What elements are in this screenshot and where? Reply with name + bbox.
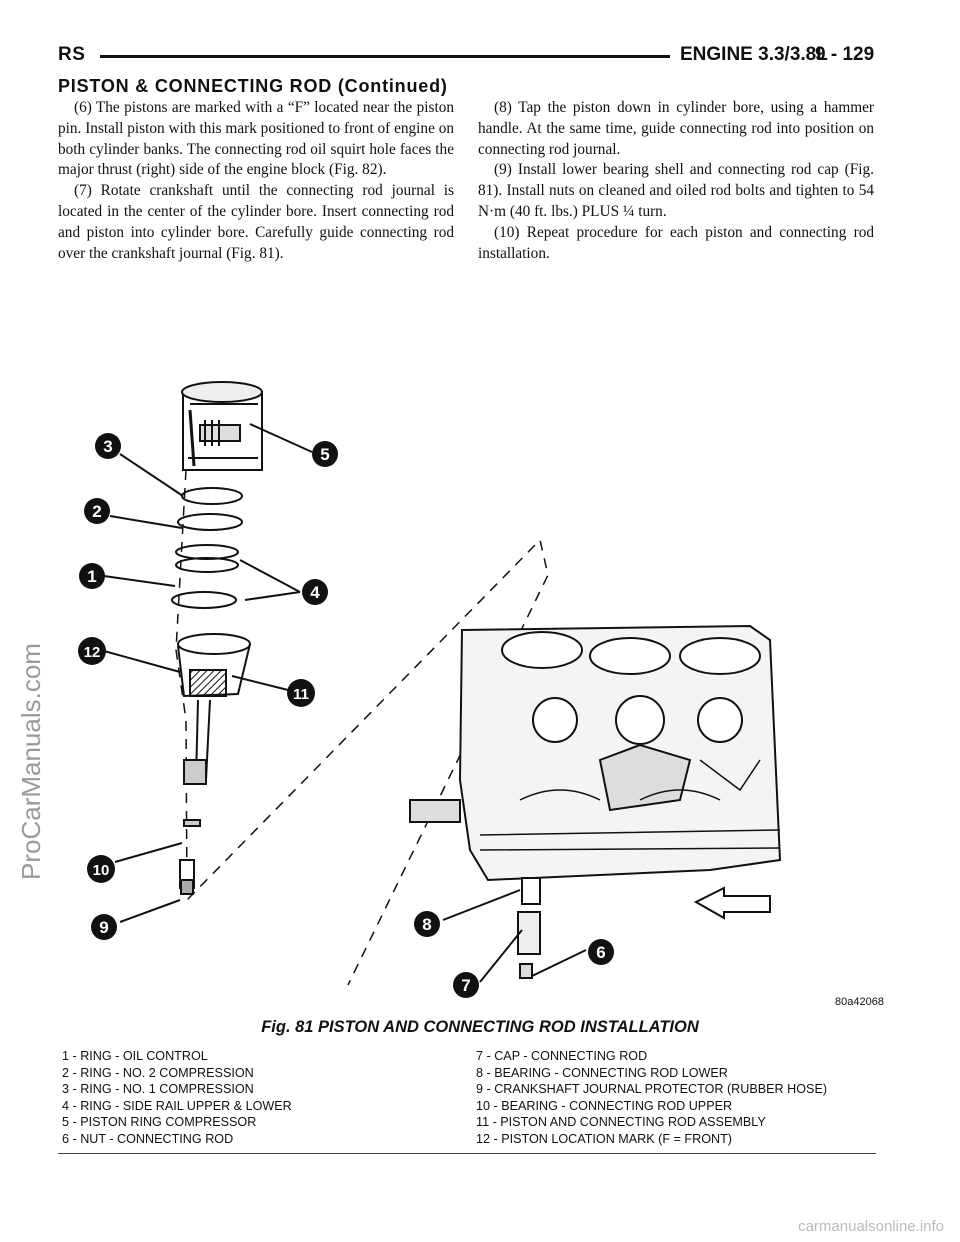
legend-item: 6 - NUT - CONNECTING ROD xyxy=(62,1131,234,1146)
paragraph: (6) The pistons are marked with a “F” lo… xyxy=(58,99,454,179)
section-title: PISTON & CONNECTING ROD (Continued) xyxy=(58,76,448,96)
legend-item: 2 - RING - NO. 2 COMPRESSION xyxy=(62,1065,254,1080)
legend-item: 9 - CRANKSHAFT JOURNAL PROTECTOR (RUBBER… xyxy=(476,1082,828,1097)
legend-item: 7 - CAP - CONNECTING ROD xyxy=(476,1049,648,1063)
front-arrow xyxy=(693,886,771,920)
callout-12: 12 xyxy=(78,637,106,665)
legend-item: 10 - BEARING - CONNECTING ROD UPPER xyxy=(476,1098,733,1113)
callout-11: 11 xyxy=(287,679,315,707)
paragraph: (10) Repeat procedure for each piston an… xyxy=(478,223,874,262)
callout-2: 2 xyxy=(84,498,110,524)
svg-text:6: 6 xyxy=(596,943,605,962)
callout-1: 1 xyxy=(79,563,105,589)
header-section-code: RS xyxy=(58,44,86,65)
legend-item: 12 - PISTON LOCATION MARK (F = FRONT) xyxy=(476,1131,732,1146)
watermark-text: ProCarManuals.com xyxy=(16,643,46,880)
right-column: (8) Tap the piston down in cylinder bore… xyxy=(478,98,874,264)
art-code: 80a42068 xyxy=(835,996,884,1008)
piston-rod-illustration: 3 2 1 12 5 4 11 10 9 8 7 6 80a42068 xyxy=(78,381,884,1008)
svg-text:2: 2 xyxy=(92,502,101,521)
legend-right: 7 - CAP - CONNECTING ROD 8 - BEARING - C… xyxy=(476,1048,827,1148)
legend-left: 1 - RING - OIL CONTROL 2 - RING - NO. 2 … xyxy=(62,1048,292,1148)
piston-drawing xyxy=(177,633,251,895)
legend-item: 1 - RING - OIL CONTROL xyxy=(62,1049,208,1063)
paragraph: (9) Install lower bearing shell and conn… xyxy=(478,161,874,220)
svg-text:11: 11 xyxy=(293,686,309,703)
engine-block-drawing xyxy=(409,624,782,882)
svg-text:9: 9 xyxy=(99,918,108,937)
legend-item: 11 - PISTON AND CONNECTING ROD ASSEMBLY xyxy=(476,1115,766,1130)
callout-8: 8 xyxy=(414,911,440,937)
svg-text:1: 1 xyxy=(87,567,96,586)
callout-9: 9 xyxy=(91,914,117,940)
legend-item: 4 - RING - SIDE RAIL UPPER & LOWER xyxy=(62,1098,292,1113)
callout-10: 10 xyxy=(87,855,115,883)
watermark: ProCarManuals.com xyxy=(16,643,46,880)
header-rule xyxy=(100,55,670,58)
callout-5: 5 xyxy=(312,441,338,467)
ring-compressor-drawing xyxy=(181,381,263,471)
rod-cap-drawing xyxy=(517,877,541,979)
svg-text:3: 3 xyxy=(103,437,112,456)
page-number: 9 - 129 xyxy=(815,44,875,65)
legend-item: 8 - BEARING - CONNECTING ROD LOWER xyxy=(476,1065,728,1080)
svg-text:10: 10 xyxy=(93,862,110,879)
svg-text:7: 7 xyxy=(461,976,470,995)
svg-text:4: 4 xyxy=(310,583,320,602)
footer-site: carmanualsonline.info xyxy=(798,1218,944,1235)
svg-text:8: 8 xyxy=(422,915,431,934)
callout-6: 6 xyxy=(588,939,614,965)
svg-text:5: 5 xyxy=(320,445,329,464)
legend-item: 5 - PISTON RING COMPRESSOR xyxy=(62,1115,257,1130)
paragraph: (7) Rotate crankshaft until the connecti… xyxy=(58,182,454,262)
paragraph: (8) Tap the piston down in cylinder bore… xyxy=(478,99,874,158)
left-column: (6) The pistons are marked with a “F” lo… xyxy=(58,98,454,264)
header-title: ENGINE 3.3/3.8L xyxy=(680,44,828,65)
svg-text:12: 12 xyxy=(84,644,101,661)
callout-3: 3 xyxy=(95,433,121,459)
bottom-rule xyxy=(58,1153,876,1154)
legend-item: 3 - RING - NO. 1 COMPRESSION xyxy=(62,1082,254,1097)
callout-4: 4 xyxy=(302,579,328,605)
figure-caption: Fig. 81 PISTON AND CONNECTING ROD INSTAL… xyxy=(261,1018,699,1036)
piston-rings-drawing xyxy=(171,487,243,609)
callout-7: 7 xyxy=(453,972,479,998)
